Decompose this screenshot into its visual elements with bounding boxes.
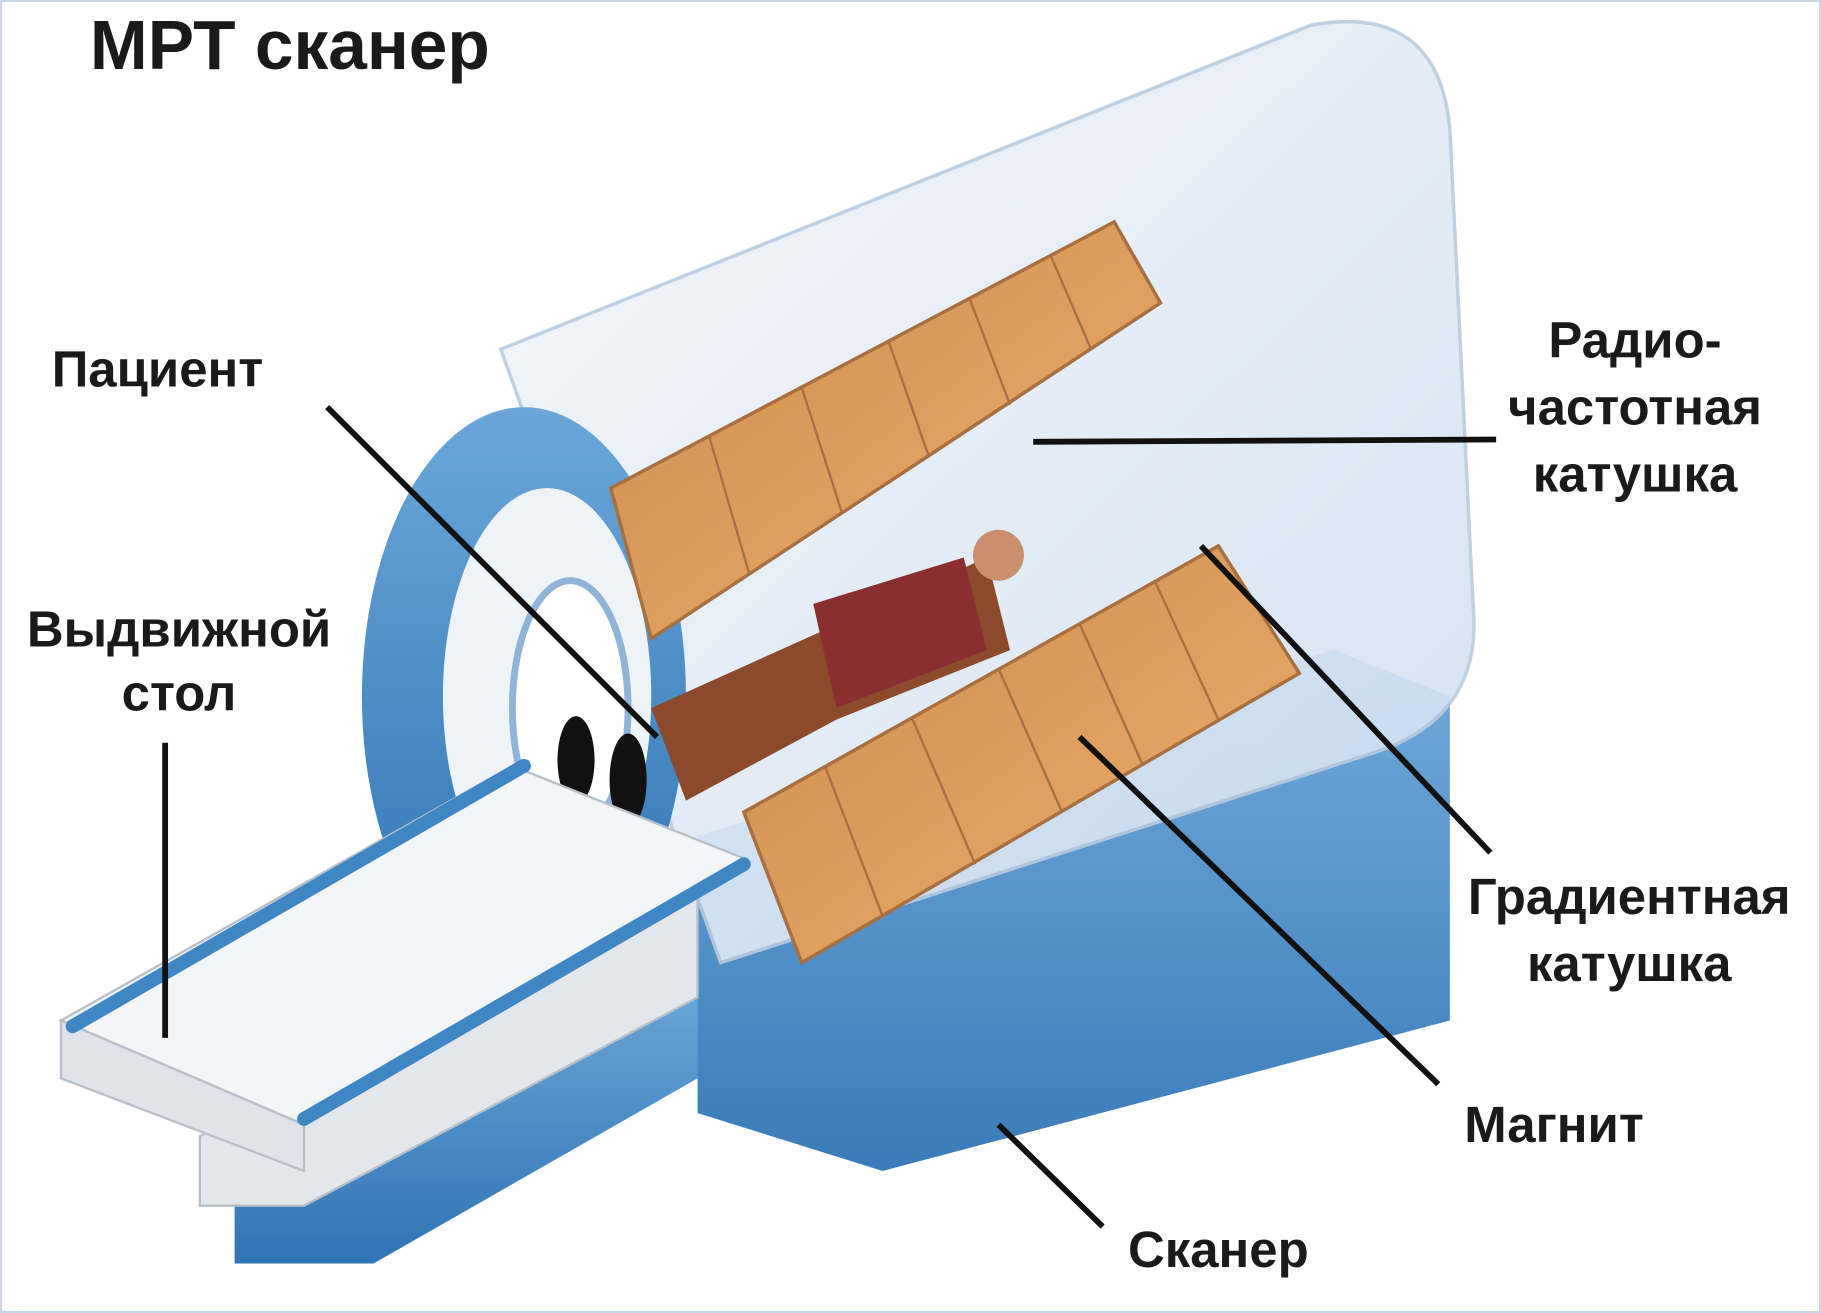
rf-coil-segments [708,255,1093,576]
label-gradient-line1: Градиентная [1468,868,1791,925]
magnet-leader-line [1077,734,1441,1087]
patient-figure [557,529,1024,827]
rf-coil-leader-line [1033,436,1497,445]
diagram-title: МРТ сканер [90,6,490,84]
patient-leader-line [325,405,660,739]
gradient-coil-leader-line [1198,543,1493,855]
label-table-line1: Выдвижной [27,601,331,658]
label-rf-line2: частотная [1508,378,1762,435]
sliding-table [58,758,751,1264]
label-magnet: Магнит [1464,1096,1644,1153]
rf-coil-panel [608,219,1163,642]
label-table-line2: стол [122,664,237,721]
label-rf-line1: Радио- [1548,311,1721,368]
label-gradient-line2: катушка [1527,935,1732,992]
label-rf-line3: катушка [1533,446,1738,503]
gradient-coil-panel [741,543,1302,966]
label-scanner: Сканер [1128,1221,1309,1278]
gradient-coil-segments [823,580,1220,917]
scanner-leader-line [996,1122,1105,1229]
label-patient: Пациент [52,340,263,397]
